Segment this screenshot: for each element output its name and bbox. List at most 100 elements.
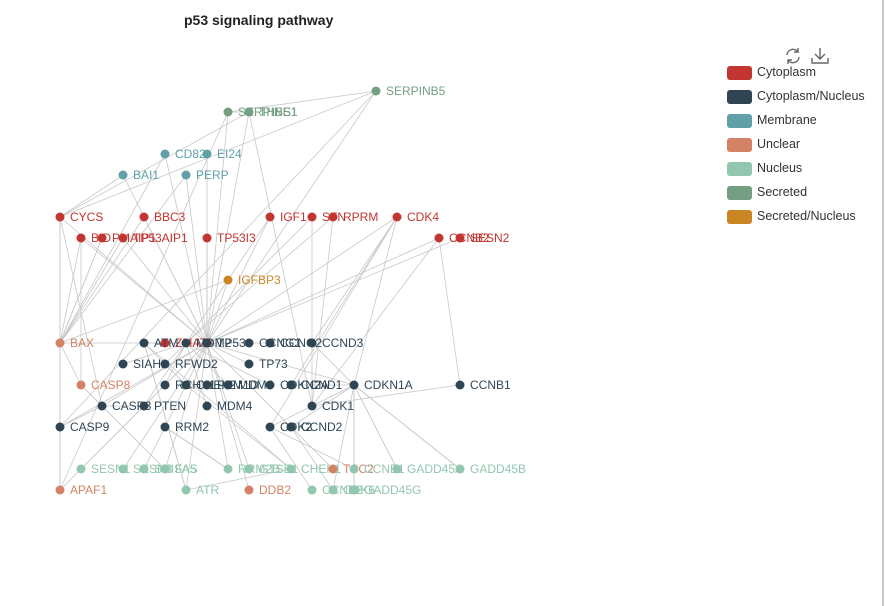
node-dot[interactable]: [434, 233, 444, 243]
node-dot[interactable]: [265, 422, 275, 432]
node-dot[interactable]: [118, 233, 128, 243]
graph-node[interactable]: TP73: [244, 357, 289, 371]
graph-node[interactable]: IGFBP3: [223, 273, 282, 287]
graph-node[interactable]: GADD45A: [392, 462, 464, 476]
node-dot[interactable]: [328, 464, 338, 474]
node-dot[interactable]: [392, 212, 402, 222]
graph-node[interactable]: CDKN1A: [349, 378, 413, 392]
graph-node[interactable]: SFN: [307, 210, 347, 224]
graph-node[interactable]: IGF1: [265, 210, 307, 224]
node-dot[interactable]: [244, 464, 254, 474]
node-dot[interactable]: [139, 401, 149, 411]
node-dot[interactable]: [97, 401, 107, 411]
graph-node[interactable]: RFWD2: [160, 357, 218, 371]
node-dot[interactable]: [118, 170, 128, 180]
graph-node[interactable]: TP53: [202, 336, 247, 350]
node-dot[interactable]: [455, 233, 465, 243]
node-dot[interactable]: [160, 380, 170, 390]
download-icon[interactable]: [810, 46, 830, 66]
graph-node[interactable]: CCND1: [286, 378, 343, 392]
node-dot[interactable]: [307, 485, 317, 495]
graph-node[interactable]: FAS: [160, 462, 198, 476]
node-dot[interactable]: [181, 380, 191, 390]
node-dot[interactable]: [265, 212, 275, 222]
node-dot[interactable]: [160, 422, 170, 432]
node-dot[interactable]: [76, 233, 86, 243]
node-dot[interactable]: [202, 380, 212, 390]
node-dot[interactable]: [160, 149, 170, 159]
node-dot[interactable]: [55, 485, 65, 495]
node-dot[interactable]: [55, 422, 65, 432]
node-dot[interactable]: [265, 380, 275, 390]
node-dot[interactable]: [455, 464, 465, 474]
graph-node[interactable]: CASP8: [76, 378, 131, 392]
node-dot[interactable]: [97, 233, 107, 243]
node-dot[interactable]: [223, 380, 233, 390]
graph-node[interactable]: GADD45B: [455, 462, 527, 476]
node-dot[interactable]: [307, 338, 317, 348]
refresh-icon[interactable]: [783, 46, 803, 66]
graph-node[interactable]: BAX: [55, 336, 95, 350]
node-dot[interactable]: [392, 464, 402, 474]
node-dot[interactable]: [118, 464, 128, 474]
node-dot[interactable]: [139, 338, 149, 348]
node-dot[interactable]: [244, 359, 254, 369]
graph-node[interactable]: RPRM: [328, 210, 379, 224]
node-dot[interactable]: [349, 464, 359, 474]
graph-node[interactable]: ATR: [181, 483, 220, 497]
graph-node[interactable]: TP53I3: [202, 231, 257, 245]
graph-node[interactable]: CASP9: [55, 420, 110, 434]
graph-node[interactable]: DDB2: [244, 483, 292, 497]
graph-node[interactable]: CYCS: [55, 210, 104, 224]
node-dot[interactable]: [202, 338, 212, 348]
node-dot[interactable]: [307, 401, 317, 411]
graph-node[interactable]: APAF1: [55, 483, 108, 497]
node-dot[interactable]: [244, 485, 254, 495]
graph-node[interactable]: MDM4: [223, 378, 274, 392]
node-dot[interactable]: [349, 485, 359, 495]
graph-node[interactable]: BBC3: [139, 210, 186, 224]
node-dot[interactable]: [244, 338, 254, 348]
node-dot[interactable]: [307, 212, 317, 222]
graph-node[interactable]: GADD45G: [349, 483, 422, 497]
node-dot[interactable]: [202, 401, 212, 411]
graph-node[interactable]: SERPINE1: [223, 105, 298, 119]
node-dot[interactable]: [223, 275, 233, 285]
graph-node[interactable]: BAI1: [118, 168, 160, 182]
graph-node[interactable]: PTEN: [139, 399, 187, 413]
node-dot[interactable]: [223, 464, 233, 474]
graph-node[interactable]: CDK4: [392, 210, 440, 224]
graph-node[interactable]: CDK6: [328, 483, 376, 497]
node-dot[interactable]: [181, 485, 191, 495]
node-dot[interactable]: [286, 380, 296, 390]
node-dot[interactable]: [55, 212, 65, 222]
node-dot[interactable]: [202, 233, 212, 243]
node-dot[interactable]: [118, 359, 128, 369]
graph-node[interactable]: SIAH1: [118, 357, 169, 371]
node-dot[interactable]: [160, 359, 170, 369]
node-dot[interactable]: [223, 107, 233, 117]
node-dot[interactable]: [286, 464, 296, 474]
node-dot[interactable]: [181, 170, 191, 180]
node-dot[interactable]: [139, 212, 149, 222]
node-dot[interactable]: [202, 149, 212, 159]
node-dot[interactable]: [371, 86, 381, 96]
graph-node[interactable]: CCND3: [307, 336, 364, 350]
node-dot[interactable]: [286, 422, 296, 432]
graph-node[interactable]: EI24: [202, 147, 243, 161]
node-dot[interactable]: [139, 464, 149, 474]
node-dot[interactable]: [328, 212, 338, 222]
graph-node[interactable]: ATM: [139, 336, 179, 350]
node-dot[interactable]: [349, 380, 359, 390]
node-dot[interactable]: [76, 464, 86, 474]
node-dot[interactable]: [181, 338, 191, 348]
graph-node[interactable]: TP53AIP1: [118, 231, 189, 245]
graph-node[interactable]: CD82: [160, 147, 207, 161]
graph-node[interactable]: CDK1: [307, 399, 355, 413]
node-dot[interactable]: [244, 107, 254, 117]
node-dot[interactable]: [160, 338, 170, 348]
graph-node[interactable]: CCNB1: [455, 378, 512, 392]
node-dot[interactable]: [328, 485, 338, 495]
graph-node[interactable]: SERPINB5: [371, 84, 446, 98]
graph-node[interactable]: RRM2: [160, 420, 210, 434]
